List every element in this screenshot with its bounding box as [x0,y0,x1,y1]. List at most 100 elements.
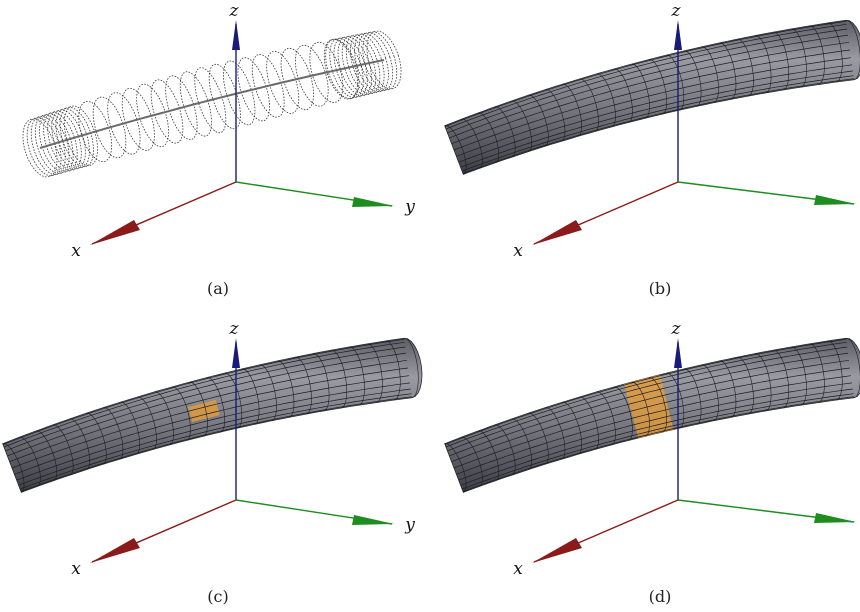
panel-label-d: (d) [649,587,672,606]
mesh-line-circumferential [461,118,483,169]
x-axis-arrow-icon [532,220,582,245]
mesh-line-longitudinal [462,396,854,492]
mesh-line-longitudinal [458,382,853,481]
z-axis-arrow-icon [232,20,240,50]
y-axis-arrow-icon [814,513,856,523]
z-axis-label: z [671,1,682,21]
mesh-line-circumferential [791,346,807,406]
mesh-line-circumferential [494,106,516,158]
mesh-line-circumferential [461,436,483,487]
mesh-line-circumferential [349,346,365,406]
mesh-line-circumferential [528,94,549,147]
axes-triad: zyx [71,319,415,579]
z-axis-label: z [671,319,682,339]
mesh-line-circumferential [477,430,500,481]
z-axis-arrow-icon [674,338,682,368]
mesh-line-circumferential [562,401,583,455]
wire-ring [280,47,314,111]
mesh-line-circumferential [737,38,754,97]
y-axis-label: y [404,197,415,217]
mesh-line-circumferential [35,430,58,481]
mesh-line-circumferential [331,349,347,409]
mesh-line-circumferential [683,368,702,425]
x-axis-label: x [513,241,523,261]
mesh-line-longitudinal [461,393,854,490]
mesh-line-circumferential [528,412,549,465]
mesh-line-circumferential [241,368,260,425]
x-axis-label: x [513,559,523,579]
mesh-line-longitudinal [460,70,853,168]
mesh-line-circumferential [791,28,807,88]
mesh-line-circumferential [511,418,533,470]
mesh-line-circumferential [477,112,500,163]
mesh-line-longitudinal [456,375,852,475]
y-axis-arrow-icon [814,195,856,205]
mesh-line-circumferential [511,100,533,152]
mesh-line-longitudinal [451,41,850,145]
mesh-line-longitudinal [460,388,853,486]
mesh-line-circumferential [614,386,633,441]
mesh-line-longitudinal [447,346,848,452]
mesh-line-circumferential [444,443,467,493]
mesh-line-circumferential [773,349,789,409]
mesh-line-circumferential [385,340,401,401]
mesh-line-longitudinal [20,396,412,492]
mesh-line-circumferential [189,381,208,437]
mesh-line-longitudinal [451,359,850,463]
mesh-line-circumferential [648,377,667,433]
mesh-line-longitudinal [16,382,411,481]
y-axis-label: y [404,515,415,535]
x-axis-label: x [71,241,81,261]
mesh-line-circumferential [19,436,41,487]
tube-mesh [444,338,860,493]
y-axis-arrow-icon [352,515,394,525]
wireframe-tube [22,30,402,178]
mesh-line-circumferential [295,356,312,415]
mesh-line-circumferential [596,391,616,446]
panel-c: zyx (c) [2,319,423,606]
x-axis-arrow-icon [90,220,140,245]
mesh-line-circumferential [701,364,719,422]
mesh-line-longitudinal [449,34,849,139]
mesh-line-circumferential [701,46,719,104]
panel-d: zyx (d) [444,319,860,606]
mesh-line-circumferential [562,83,583,137]
panel-b: zyx (b) [444,1,860,298]
wire-ring [251,54,285,118]
wire-ring [295,44,329,107]
mesh-line-longitudinal [3,341,405,448]
mesh-line-circumferential [52,424,74,476]
wire-ring [333,37,368,98]
tube-mesh [2,338,419,493]
mesh-line-circumferential [809,343,825,403]
x-axis-arrow-icon [532,538,582,563]
mesh-line-longitudinal [7,352,407,457]
mesh-line-circumferential [137,396,157,450]
mesh-line-circumferential [719,360,737,418]
mesh-line-circumferential [444,125,467,175]
wire-ring [323,38,358,100]
axes-triad: zyx [513,1,856,261]
panel-label-a: (a) [207,279,229,298]
mesh-line-circumferential [683,50,702,107]
mesh-line-longitudinal [444,338,847,445]
mesh-line-circumferential [755,353,772,412]
wire-ring [354,33,389,93]
mesh-line-circumferential [827,340,843,401]
wire-ring [350,33,385,94]
wire-ring [266,51,300,114]
tube-centerline [39,59,385,149]
mesh-line-longitudinal [5,346,406,452]
mesh-line-circumferential [773,31,789,91]
wire-ring [366,30,402,90]
x-axis-label: x [71,559,81,579]
mesh-line-longitudinal [14,375,410,475]
mesh-line-circumferential [367,343,383,403]
mesh-line-circumferential [224,372,243,429]
mesh-line-circumferential [403,338,419,398]
mesh-line-circumferential [103,407,124,460]
mesh-line-longitudinal [445,23,847,130]
mesh-line-circumferential [277,360,295,418]
mesh-line-circumferential [737,356,754,415]
